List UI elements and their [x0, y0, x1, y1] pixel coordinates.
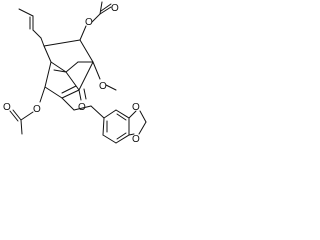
- methoxy-group: O: [92, 61, 117, 92]
- core-bond-g: [44, 61, 52, 88]
- allyl-vinyl-end-bond: [18, 8, 34, 17]
- allyl-group: [18, 8, 45, 47]
- low-oac-carbonyl-bond: [12, 109, 22, 121]
- ketone-co-bond-1: [78, 89, 82, 101]
- benzene-bond-4: [115, 134, 130, 144]
- core-bond-e: [65, 71, 80, 91]
- low-oac-o-co-bond: [20, 111, 34, 121]
- benzodioxole-group: O O: [61, 97, 147, 145]
- chemical-structure-diagram: O O O O: [0, 0, 148, 147]
- benzyl-link-bond: [61, 97, 75, 111]
- methoxy-c-o-bond: [92, 61, 101, 80]
- core-bond-c: [43, 45, 52, 63]
- dioxole-oxygen-bottom-label: O: [132, 134, 140, 145]
- ketone-oxygen-label: O: [78, 102, 86, 113]
- core-bond-d: [50, 61, 67, 73]
- top-acetoxy-group: O O: [79, 1, 119, 41]
- top-oac-carbonyl-oxygen-label: O: [111, 3, 119, 14]
- bicyclic-core: [43, 39, 94, 99]
- top-oac-o-co-bond: [91, 13, 101, 23]
- dioxole-oxygen-top-label: O: [132, 102, 140, 113]
- low-oac-carbonyl-oxygen-label: O: [3, 102, 11, 113]
- lower-acetoxy-group: O O: [3, 86, 46, 135]
- benzene-bond-7: [103, 109, 117, 119]
- benzene-double-3: [116, 113, 127, 121]
- core-bond-b: [79, 39, 94, 63]
- dioxole-bond-2: [139, 110, 147, 123]
- methyl-bond: [53, 69, 67, 73]
- benzene-double-2: [116, 132, 127, 140]
- benzene-bond-6: [115, 109, 130, 119]
- low-oac-carbonyl-bond-2: [9, 110, 19, 122]
- top-oac-carbonyl-bond-2: [100, 3, 112, 12]
- allyl-ch2-bond: [32, 29, 42, 39]
- molecule-drawing: O O O O: [3, 1, 147, 145]
- dioxole-bond-4: [128, 133, 135, 136]
- core-bond-a: [43, 39, 81, 47]
- top-oac-ester-oxygen-label: O: [85, 17, 93, 28]
- top-oac-methyl-bond: [99, 1, 103, 15]
- low-oac-methyl-bond: [20, 119, 23, 135]
- allyl-to-core-bond: [40, 37, 45, 47]
- ketone-group: O: [78, 88, 87, 113]
- core-double-bond-1: [61, 89, 80, 99]
- core-bridge-bond: [65, 61, 79, 73]
- benzene-bond-2: [102, 117, 105, 136]
- methoxy-oxygen-label: O: [99, 81, 107, 92]
- ketone-co-bond-2: [83, 88, 87, 100]
- low-oac-c-o-bond: [39, 86, 46, 103]
- benzyl-link-bond-2: [73, 105, 92, 111]
- methoxy-o-ch3-bond: [105, 84, 117, 91]
- dioxole-bond-1: [128, 110, 137, 119]
- dioxole-bond-3: [138, 121, 147, 135]
- core-bond-h: [44, 86, 63, 99]
- benzene-bond-1: [90, 105, 105, 119]
- top-oac-c-o-bond: [79, 25, 87, 41]
- core-bond-f: [78, 61, 94, 91]
- low-oac-ester-oxygen-label: O: [33, 104, 41, 115]
- core-double-bond-2: [61, 85, 77, 94]
- top-oac-carbonyl-bond: [99, 6, 112, 15]
- benzene-bond-3: [102, 134, 117, 144]
